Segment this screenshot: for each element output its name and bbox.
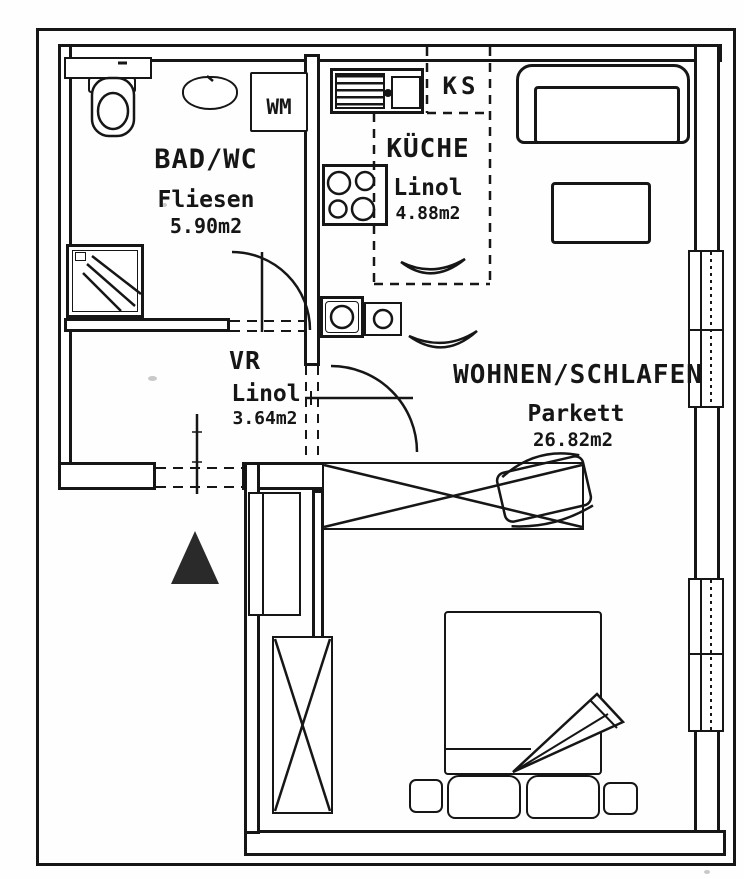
nightstand-right [603,782,638,815]
table [551,182,651,244]
counter-unit-left-ring [329,304,355,330]
shower-drain [75,252,86,261]
room-floor-bad: Fliesen [157,187,255,213]
sink-faucet-icon [384,89,392,97]
counter-unit-right-ring [372,308,394,330]
shower-tray [66,244,144,318]
counter-unit-right [364,302,402,336]
toilet-bowl-inner [96,91,130,131]
entrance-triangle-marker [171,531,219,584]
living-door-arc [330,364,419,453]
window-upper-glazing [690,252,722,406]
bed-pillow-right [526,775,600,819]
nightstand-left [409,779,443,813]
bed-blanket [512,692,626,774]
room-floor-vr: Linol [231,381,301,407]
entrance-door [156,414,242,494]
appliance-label-ks: KS [442,72,480,100]
kitchen-arc-symbol [408,329,478,349]
counter-unit-left-inner [325,301,359,333]
armchair [495,452,594,528]
bed-mattress [444,611,602,775]
bath-door [230,250,312,332]
wall-bottom [244,830,726,856]
scan-speck [148,376,157,381]
kitchen-dashed-boundary [372,47,492,286]
wall-bath-bottom [64,318,230,332]
shower-spray-lines [82,255,142,312]
scan-speck [704,870,710,874]
sink-drainer [335,73,385,109]
living-door [305,364,419,460]
scan-border [36,28,736,866]
sink-basin [391,76,421,109]
room-area-vr: 3.64m2 [232,408,298,429]
window-lower-glazing [690,580,722,730]
wardrobe-tall-cross [273,638,332,812]
room-name-kueche: KÜCHE [386,134,470,164]
room-area-wohnen: 26.82m2 [532,429,614,451]
bed-pillow-left [447,775,521,819]
room-name-vr: VR [228,346,262,375]
kitchen-arc-symbol [400,257,466,275]
bath-door-arc [231,250,312,331]
room-area-bad: 5.90m2 [169,214,243,238]
room-area-kueche: 4.88m2 [395,203,461,224]
wardrobe-long-cross [323,463,583,529]
sofa-seat [534,86,680,144]
room-name-wohnen: WOHNEN/SCHLAFEN [453,360,703,390]
vr-leader-line [305,391,413,405]
basin-tap-icon [206,75,214,82]
niche-shelf [248,492,301,616]
appliance-label-wm: WM [266,95,292,119]
room-floor-wohnen: Parkett [527,401,625,427]
room-name-bad: BAD/WC [154,144,258,175]
wall-bath-kitchen [304,54,320,366]
wall-bottom-left [58,462,156,490]
washing-machine-box [250,72,308,132]
scan-speck [162,203,167,207]
room-floor-kueche: Linol [393,175,463,201]
shower-tray-inner [72,250,138,312]
